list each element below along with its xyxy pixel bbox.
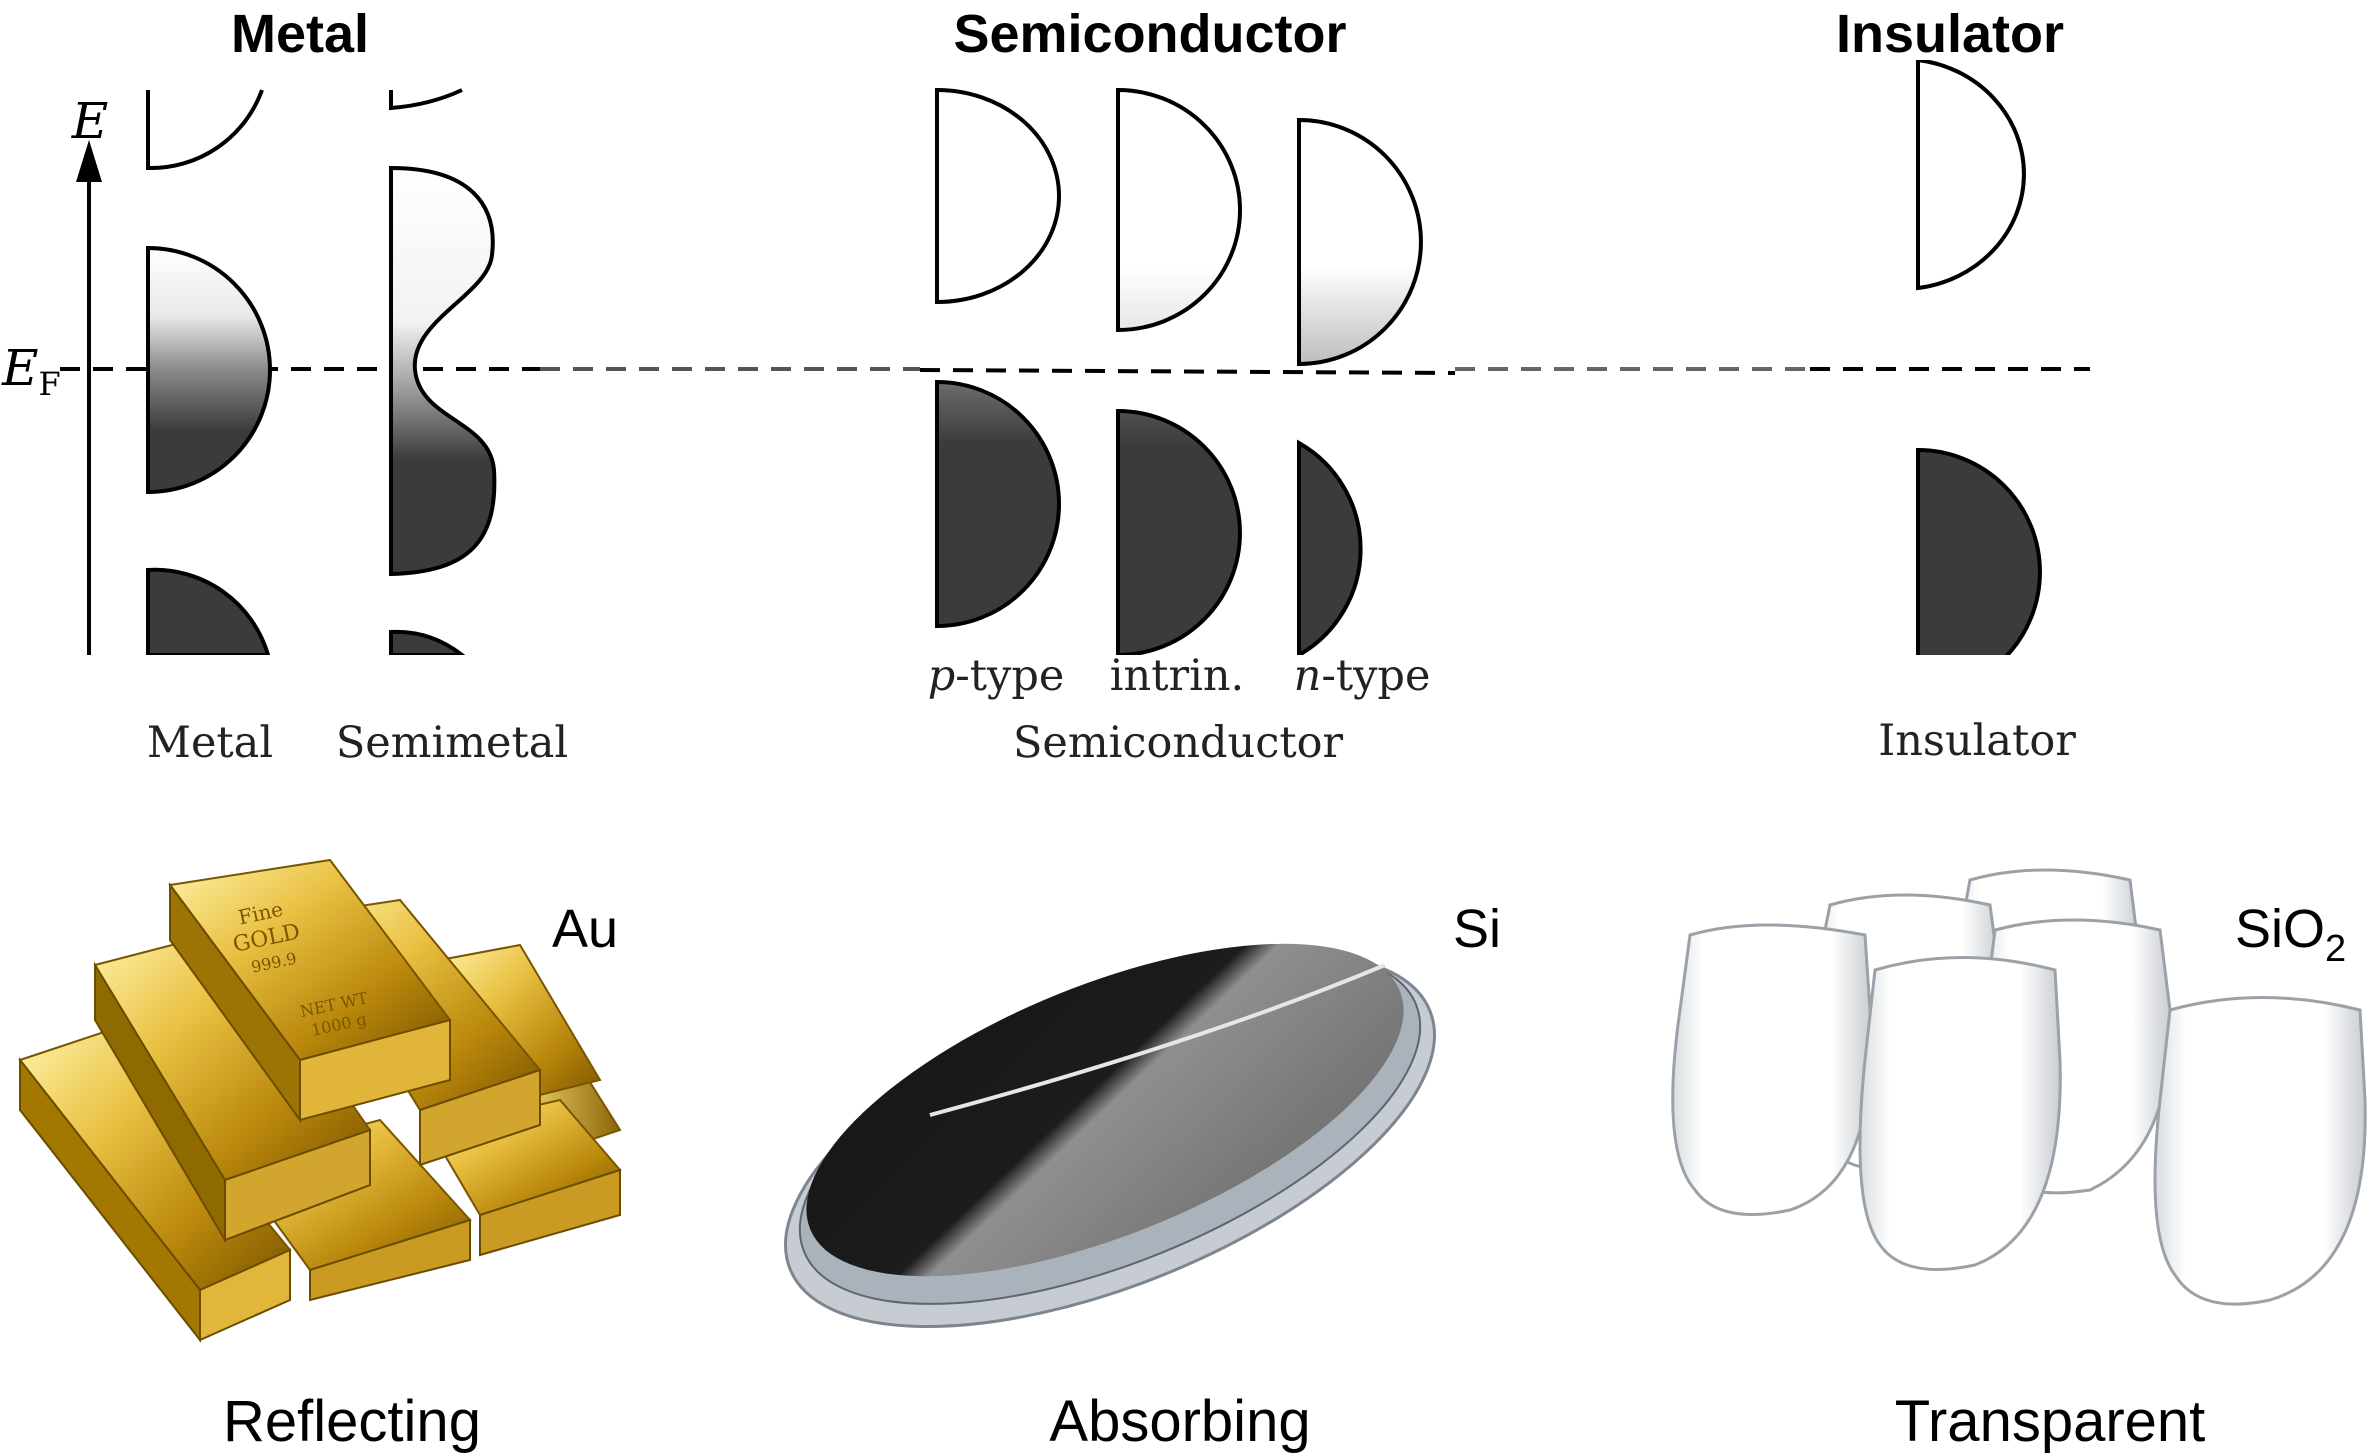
n-type-valence-band <box>1297 439 1363 655</box>
material-label-gold: Au <box>552 899 618 959</box>
caption-p-type: p-type <box>928 651 1065 701</box>
caption-semiconductor: Semiconductor <box>1013 718 1344 768</box>
gold-bars-image: Fine GOLD 999.9 NET WT 1000 g <box>18 858 622 1343</box>
fermi-level-line-semiconductor <box>919 368 1456 375</box>
intrinsic-valence-band <box>1116 408 1242 655</box>
insulator-valence-band <box>1916 447 2042 655</box>
intrinsic-conduction-band <box>1116 87 1242 333</box>
metal-partially-filled-band <box>146 245 272 495</box>
caption-semimetal: Semimetal <box>336 718 568 768</box>
caption-metal: Metal <box>147 718 273 768</box>
semimetal-upper-band <box>389 88 463 111</box>
metal-upper-band <box>146 89 264 171</box>
metal-lower-band <box>146 567 271 655</box>
heading-semiconductor: Semiconductor <box>953 4 1346 64</box>
caption-insulator: Insulator <box>1878 716 2076 766</box>
property-transparent: Transparent <box>1895 1389 2206 1454</box>
fermi-level-label: EF <box>1 339 61 403</box>
semimetal-lower-band <box>389 629 466 655</box>
property-reflecting: Reflecting <box>223 1389 481 1454</box>
n-type-conduction-band <box>1297 117 1423 367</box>
heading-insulator: Insulator <box>1836 4 2064 64</box>
caption-intrinsic: intrin. <box>1110 651 1244 701</box>
silicon-wafer-image <box>784 943 1436 1328</box>
caption-n-type: n-type <box>1294 651 1431 701</box>
property-absorbing: Absorbing <box>1049 1389 1310 1454</box>
insulator-conduction-band <box>1916 60 2026 291</box>
material-label-silica: SiO2 <box>2235 899 2346 970</box>
material-label-silicon: Si <box>1453 899 1501 959</box>
p-type-valence-band <box>935 379 1061 629</box>
p-type-conduction-band <box>935 87 1061 305</box>
energy-axis-label: E <box>71 92 109 150</box>
semimetal-overlapping-band <box>389 165 497 577</box>
heading-metal: Metal <box>231 4 369 64</box>
energy-axis-arrow-icon <box>76 140 102 182</box>
glass-tumblers-image <box>1671 868 2367 1306</box>
